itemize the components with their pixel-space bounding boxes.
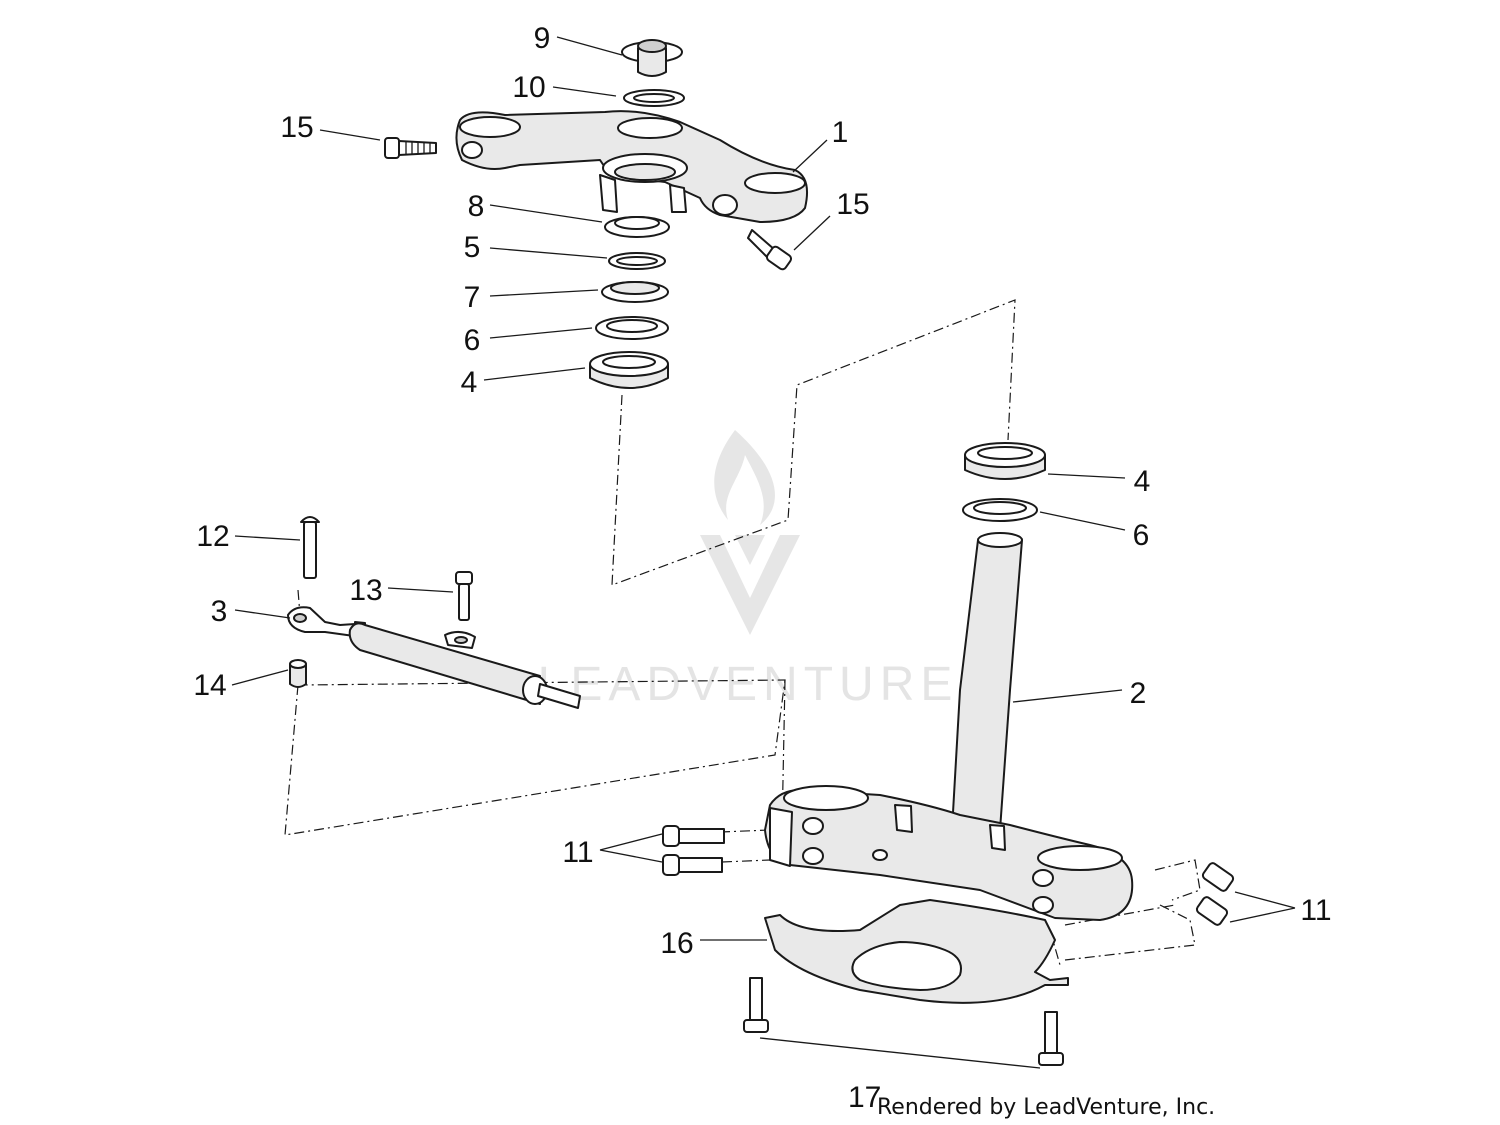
callout-12: 12 — [196, 520, 229, 553]
callout-1: 1 — [832, 116, 849, 149]
part-15-bolt-right — [747, 229, 793, 271]
callout-14: 14 — [193, 669, 226, 702]
watermark-text: LEADVENTURE — [538, 658, 959, 711]
part-9-top-nut — [621, 39, 683, 77]
part-17-screws — [743, 977, 1064, 1066]
leader-lines — [231, 36, 1296, 1069]
callout-4-top: 4 — [461, 366, 478, 399]
part-6-bearing-top — [595, 316, 669, 340]
watermark: LEADVENTURE — [538, 430, 959, 711]
render-credit: Rendered by LeadVenture, Inc. — [877, 1095, 1215, 1120]
part-3-steering-damper — [287, 606, 581, 709]
callout-4-right: 4 — [1134, 465, 1151, 498]
part-7-bearing-race — [601, 281, 669, 303]
part-5-washer — [608, 252, 666, 270]
callout-9: 9 — [534, 22, 551, 55]
part-2-steering-stem — [764, 532, 1134, 921]
part-16-cover — [764, 899, 1069, 1004]
callout-6-top: 6 — [464, 324, 481, 357]
part-11-bolts-right — [1195, 862, 1235, 926]
callout-16: 16 — [660, 927, 693, 960]
callout-11-left: 11 — [562, 836, 593, 869]
part-14-spacer — [289, 659, 307, 688]
callout-7: 7 — [464, 281, 481, 314]
callout-13: 13 — [349, 574, 382, 607]
part-10-washer — [623, 89, 685, 107]
part-4-bearing-top — [589, 351, 669, 389]
callout-10: 10 — [512, 71, 545, 104]
part-12-bolt — [300, 516, 320, 579]
part-4-bearing-right — [964, 442, 1046, 480]
part-13-bolt — [455, 571, 473, 621]
callout-5: 5 — [464, 231, 481, 264]
part-11-bolts-left — [662, 825, 725, 876]
assembly-lines — [284, 299, 1201, 966]
watermark-logo-icon — [700, 430, 800, 635]
part-8-seal — [604, 216, 670, 238]
callout-11-right: 11 — [1300, 894, 1331, 927]
part-1-upper-triple-clamp — [455, 110, 808, 223]
part-6-bearing-right — [962, 498, 1038, 522]
callout-3: 3 — [211, 595, 228, 628]
callout-15-right: 15 — [836, 188, 869, 221]
callout-6-right: 6 — [1133, 519, 1150, 552]
part-15-bolt-left — [384, 137, 437, 159]
callout-2: 2 — [1130, 677, 1147, 710]
callout-15-left: 15 — [280, 111, 313, 144]
callout-labels: 9 10 15 1 15 8 5 7 6 4 4 6 2 12 13 3 14 … — [193, 22, 1331, 1114]
callout-8: 8 — [468, 190, 485, 223]
callout-17: 17 — [848, 1081, 881, 1114]
